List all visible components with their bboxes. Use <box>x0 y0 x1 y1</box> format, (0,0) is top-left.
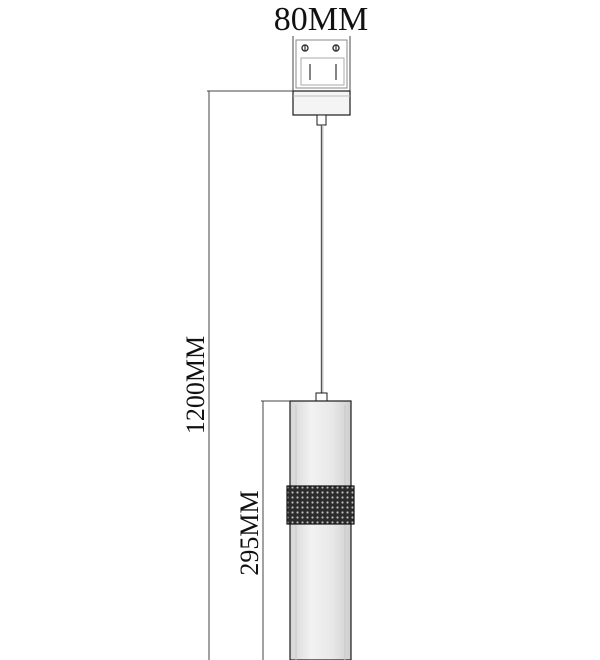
mounting-plate <box>295 39 348 89</box>
body-height-label: 295MM <box>235 490 264 575</box>
lamp-body <box>289 400 352 660</box>
top-width-label: 80MM <box>274 1 368 38</box>
total-height-label: 1200MM <box>181 336 210 434</box>
knurled-band <box>286 485 355 525</box>
screw-slot-icons <box>301 44 340 80</box>
body-connector <box>315 392 328 402</box>
canopy <box>292 90 351 116</box>
cord-clip <box>316 114 327 126</box>
